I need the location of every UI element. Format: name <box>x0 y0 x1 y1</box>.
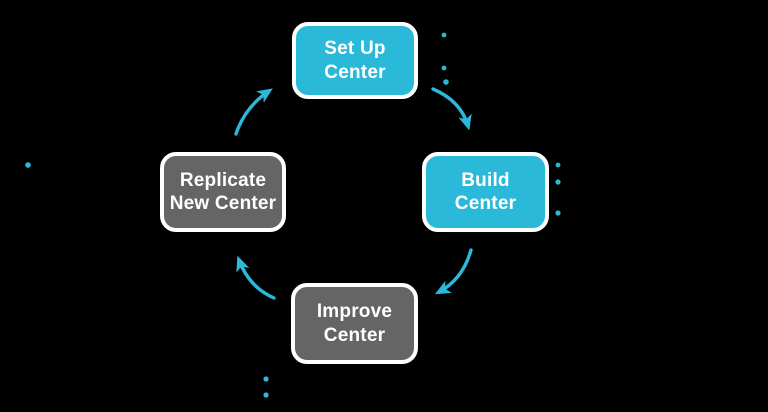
arrow-improve-to-replicate-icon <box>236 255 276 300</box>
decorative-dot-icon <box>263 376 269 382</box>
node-replicate-new-center: Replicate New Center <box>160 152 286 232</box>
decorative-dot-icon <box>555 162 561 168</box>
node-label: Improve Center <box>316 301 393 346</box>
decorative-dot-icon <box>25 162 31 168</box>
arrow-replicate-to-setup-icon <box>234 88 273 136</box>
decorative-dot-icon <box>555 210 561 216</box>
decorative-dot-icon <box>263 392 269 398</box>
node-label: Set Up Center <box>324 38 386 83</box>
decorative-dot-icon <box>441 65 447 71</box>
node-build-center: Build Center <box>422 152 549 232</box>
decorative-dot-icon <box>555 179 561 185</box>
arrow-build-to-improve-icon <box>434 248 473 295</box>
node-label: Replicate New Center <box>169 169 277 214</box>
node-set-up-center: Set Up Center <box>292 22 418 99</box>
arrow-setup-to-build-icon <box>431 87 472 131</box>
node-label: Build Center <box>454 169 517 214</box>
node-improve-center: Improve Center <box>291 283 418 364</box>
decorative-dot-icon <box>441 32 447 38</box>
decorative-dot-icon <box>443 79 449 85</box>
